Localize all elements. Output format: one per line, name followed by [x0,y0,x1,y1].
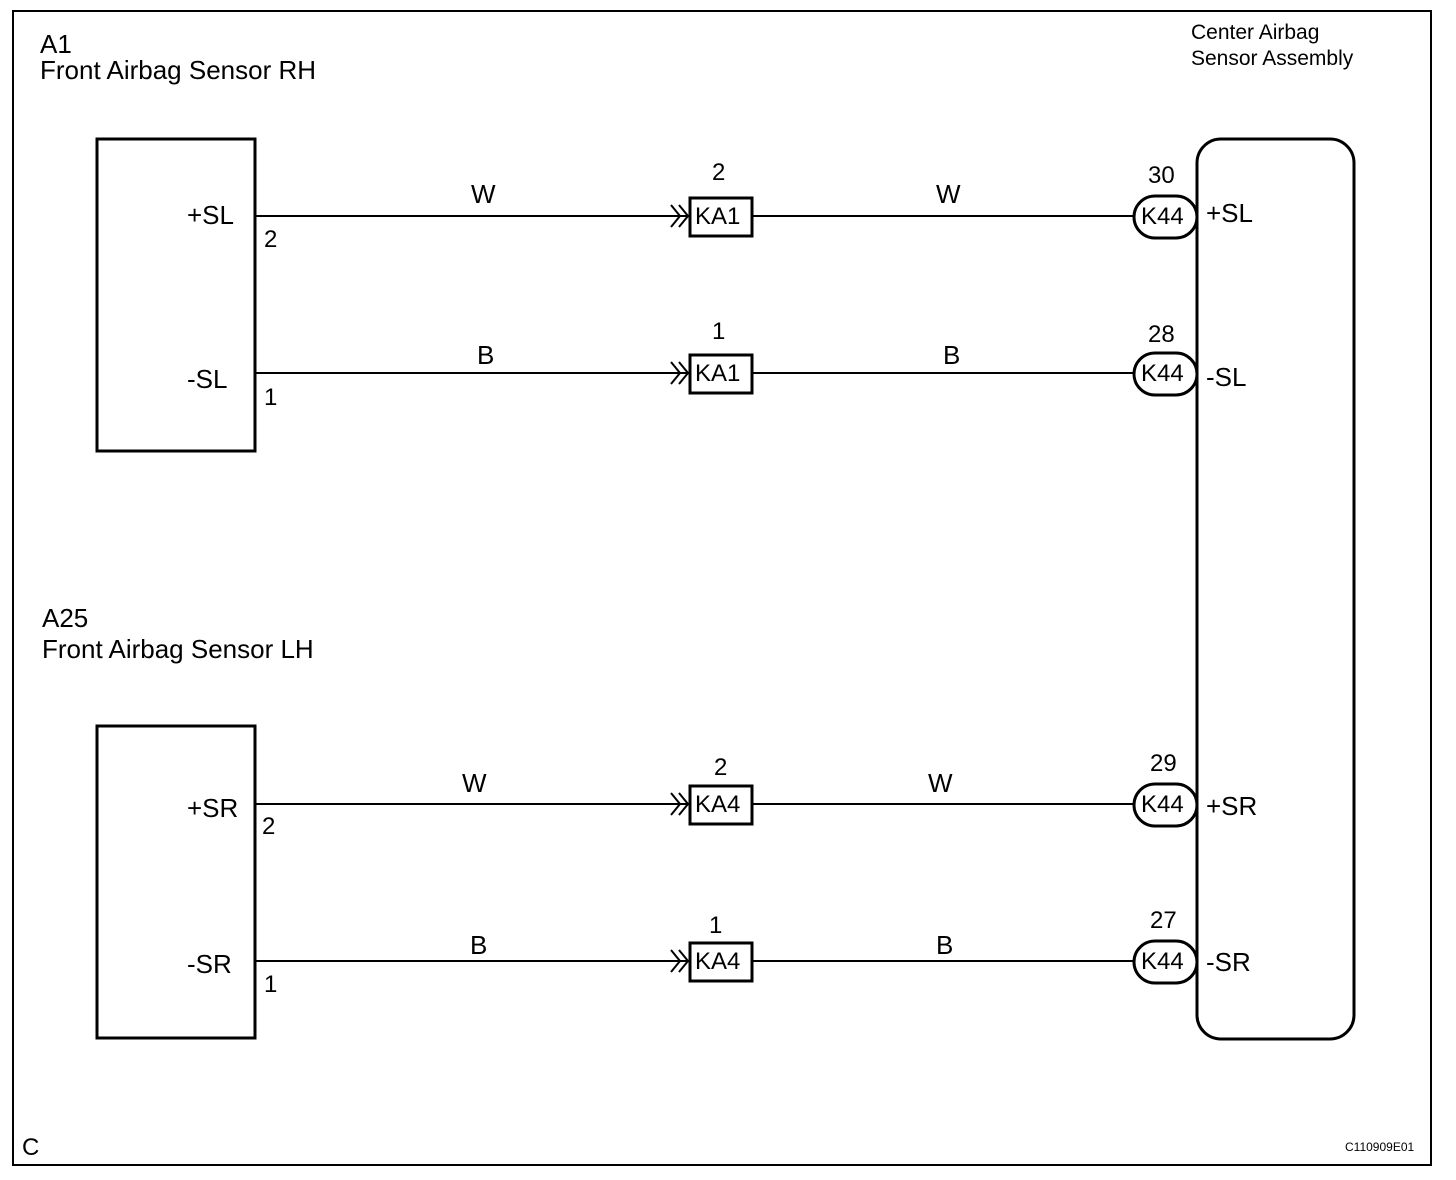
wire-color-label: W [462,768,487,798]
wire-color-label: B [477,340,495,370]
wire-plus-sl [255,194,1199,240]
center-pin-signal: -SL [1206,362,1247,392]
sensor-lh-pin-number: 2 [262,813,276,840]
junction-connector-code: KA1 [695,360,741,387]
center-assembly-name-line2: Sensor Assembly [1191,47,1354,70]
center-pin-number: 29 [1150,750,1177,777]
center-pin-signal: +SR [1206,791,1258,821]
center-pin-signal: -SR [1206,947,1251,977]
wire-color-label: B [470,930,488,960]
wire-minus-sl [255,351,1199,397]
wire-color-label: B [943,340,961,370]
sensor-rh-pin-number: 2 [264,226,278,253]
wire-color-label: W [928,768,953,798]
junction-pin-number: 2 [714,754,728,781]
center-connector-code: K44 [1141,203,1184,230]
frame-corner-label: C [22,1134,40,1161]
sensor-lh-box [95,724,257,1040]
sensor-rh-pin-signal: -SL [187,364,228,394]
figure-id: C110909E01 [1345,1140,1415,1154]
sensor-rh-box [95,137,257,453]
center-connector-code: K44 [1141,948,1184,975]
wire-color-label: B [936,930,954,960]
sensor-rh-name: Front Airbag Sensor RH [40,55,317,85]
center-assembly-box [1195,137,1356,1041]
sensor-rh-code: A1 [40,29,72,59]
junction-pin-number: 1 [709,912,723,939]
sensor-lh-name: Front Airbag Sensor LH [42,634,314,664]
sensor-rh-pin-signal: +SL [187,200,234,230]
sensor-lh-pin-number: 1 [264,971,278,998]
center-pin-number: 27 [1150,907,1177,934]
diagram-frame [12,10,1432,1166]
junction-pin-number: 1 [712,318,726,345]
sensor-lh-pin-signal: +SR [187,793,239,823]
wire-color-label: W [936,179,961,209]
center-assembly-name-line1: Center Airbag [1191,21,1320,44]
wire-minus-sr [255,939,1199,985]
sensor-lh-code: A25 [42,603,89,633]
center-connector-code: K44 [1141,360,1184,387]
wire-plus-sr [255,782,1199,828]
junction-connector-code: KA4 [695,791,741,818]
center-connector-code: K44 [1141,791,1184,818]
wire-color-label: W [471,179,496,209]
junction-connector-code: KA4 [695,948,741,975]
center-pin-number: 28 [1148,321,1175,348]
center-pin-signal: +SL [1206,198,1253,228]
junction-pin-number: 2 [712,159,726,186]
junction-connector-code: KA1 [695,203,741,230]
center-pin-number: 30 [1148,162,1175,189]
sensor-rh-pin-number: 1 [264,384,278,411]
sensor-lh-pin-signal: -SR [187,949,232,979]
